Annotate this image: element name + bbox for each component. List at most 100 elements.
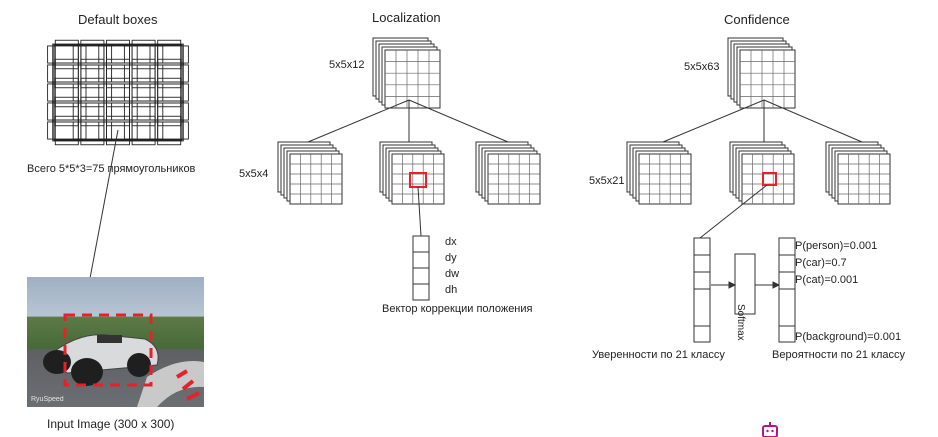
confidence-child-size: 5x5x21 xyxy=(589,175,625,187)
default-box xyxy=(47,64,87,83)
input-image-caption: Input Image (300 x 300) xyxy=(47,417,175,431)
vector-label-dx: dx xyxy=(445,236,457,248)
default-box xyxy=(123,45,164,64)
default-box xyxy=(129,81,159,104)
default-box xyxy=(77,119,107,142)
default-box xyxy=(77,100,107,123)
localization-vector-cell xyxy=(412,267,430,285)
confidence-top-stack xyxy=(727,37,796,109)
probability-person: P(person)=0.001 xyxy=(795,240,878,252)
localization-right-stack xyxy=(475,141,541,205)
default-box xyxy=(77,43,107,66)
localization-right-layer xyxy=(487,153,541,205)
default-box xyxy=(129,62,159,85)
probability-car: P(car)=0.7 xyxy=(795,257,847,269)
localization-title: Localization xyxy=(372,10,441,25)
default-box xyxy=(98,45,138,64)
localization-vector-link xyxy=(417,186,422,237)
probability-cat: P(cat)=0.001 xyxy=(795,274,859,286)
localization-middle-layer xyxy=(391,153,445,205)
confidence-middle-layer xyxy=(741,153,795,205)
localization-top-size: 5x5x12 xyxy=(329,59,365,71)
default-box xyxy=(98,102,138,121)
default-box xyxy=(52,43,82,66)
default-boxes-title: Default boxes xyxy=(78,12,158,27)
default-box xyxy=(123,102,164,121)
confidence-probabilities-vector xyxy=(778,237,796,343)
default-box xyxy=(129,100,159,123)
default-box xyxy=(131,77,156,108)
default-box xyxy=(106,96,130,127)
default-box xyxy=(123,83,164,102)
default-box xyxy=(123,64,164,83)
default-box xyxy=(52,81,82,104)
default-boxes-caption: Всего 5*5*3=75 прямоугольников xyxy=(27,163,196,175)
localization-left-layer xyxy=(289,153,343,205)
localization-vector xyxy=(412,235,430,301)
default-box xyxy=(47,83,87,102)
default-box xyxy=(80,96,105,127)
confidence-branches xyxy=(662,99,863,143)
localization-child-size: 5x5x4 xyxy=(239,168,269,180)
localization-vector-caption: Вектор коррекции положения xyxy=(382,303,533,315)
default-box xyxy=(54,58,79,89)
default-box xyxy=(80,77,105,108)
default-box xyxy=(103,100,133,123)
default-box xyxy=(154,81,184,104)
softmax-label: Softmax xyxy=(735,304,746,341)
race-car-illustration: RyuSpeed xyxy=(31,313,204,407)
default-box xyxy=(157,58,182,89)
default-box xyxy=(149,121,189,140)
default-box xyxy=(103,62,133,85)
localization-top-stack xyxy=(372,37,441,109)
default-box xyxy=(106,77,130,108)
confidence-highlight-cell xyxy=(762,172,777,186)
confidence-right-layer xyxy=(837,153,891,205)
default-box xyxy=(54,96,79,127)
default-box xyxy=(47,121,87,140)
confidence-scores-vector xyxy=(693,237,711,343)
localization-vector-cell xyxy=(412,235,430,253)
localization-vector-cell xyxy=(412,251,430,269)
confidence-top-layer xyxy=(739,49,796,109)
default-box xyxy=(154,43,184,66)
default-box xyxy=(103,43,133,66)
default-box xyxy=(47,102,87,121)
default-box xyxy=(98,121,138,140)
default-box xyxy=(131,58,156,89)
default-box xyxy=(149,102,189,121)
default-box xyxy=(54,77,79,108)
default-box xyxy=(72,64,113,83)
default-box xyxy=(154,62,184,85)
vector-label-dy: dy xyxy=(445,252,457,264)
input-image: RyuSpeed xyxy=(27,277,204,407)
localization-top-layer xyxy=(384,49,441,109)
softmax-box xyxy=(734,253,756,315)
default-box xyxy=(149,83,189,102)
default-box xyxy=(77,81,107,104)
confidence-right-stack xyxy=(825,141,891,205)
default-box xyxy=(129,43,159,66)
localization-left-stack xyxy=(277,141,343,205)
probability-background: P(background)=0.001 xyxy=(795,331,902,343)
default-boxes-grid xyxy=(47,39,189,146)
default-box xyxy=(72,83,113,102)
default-box xyxy=(157,115,182,146)
vector-label-dw: dw xyxy=(445,268,460,280)
default-box xyxy=(123,121,164,140)
default-box xyxy=(131,96,156,127)
default-box xyxy=(149,64,189,83)
default-box xyxy=(72,121,113,140)
confidence-left-layer xyxy=(638,153,692,205)
default-box xyxy=(47,45,87,64)
default-box xyxy=(72,102,113,121)
default-box xyxy=(52,100,82,123)
softmax-arrows xyxy=(711,281,781,289)
default-box xyxy=(129,119,159,142)
default-box xyxy=(157,96,182,127)
default-box xyxy=(154,119,184,142)
watermark: RyuSpeed xyxy=(31,396,64,403)
default-box xyxy=(157,39,182,70)
default-box xyxy=(52,119,82,142)
